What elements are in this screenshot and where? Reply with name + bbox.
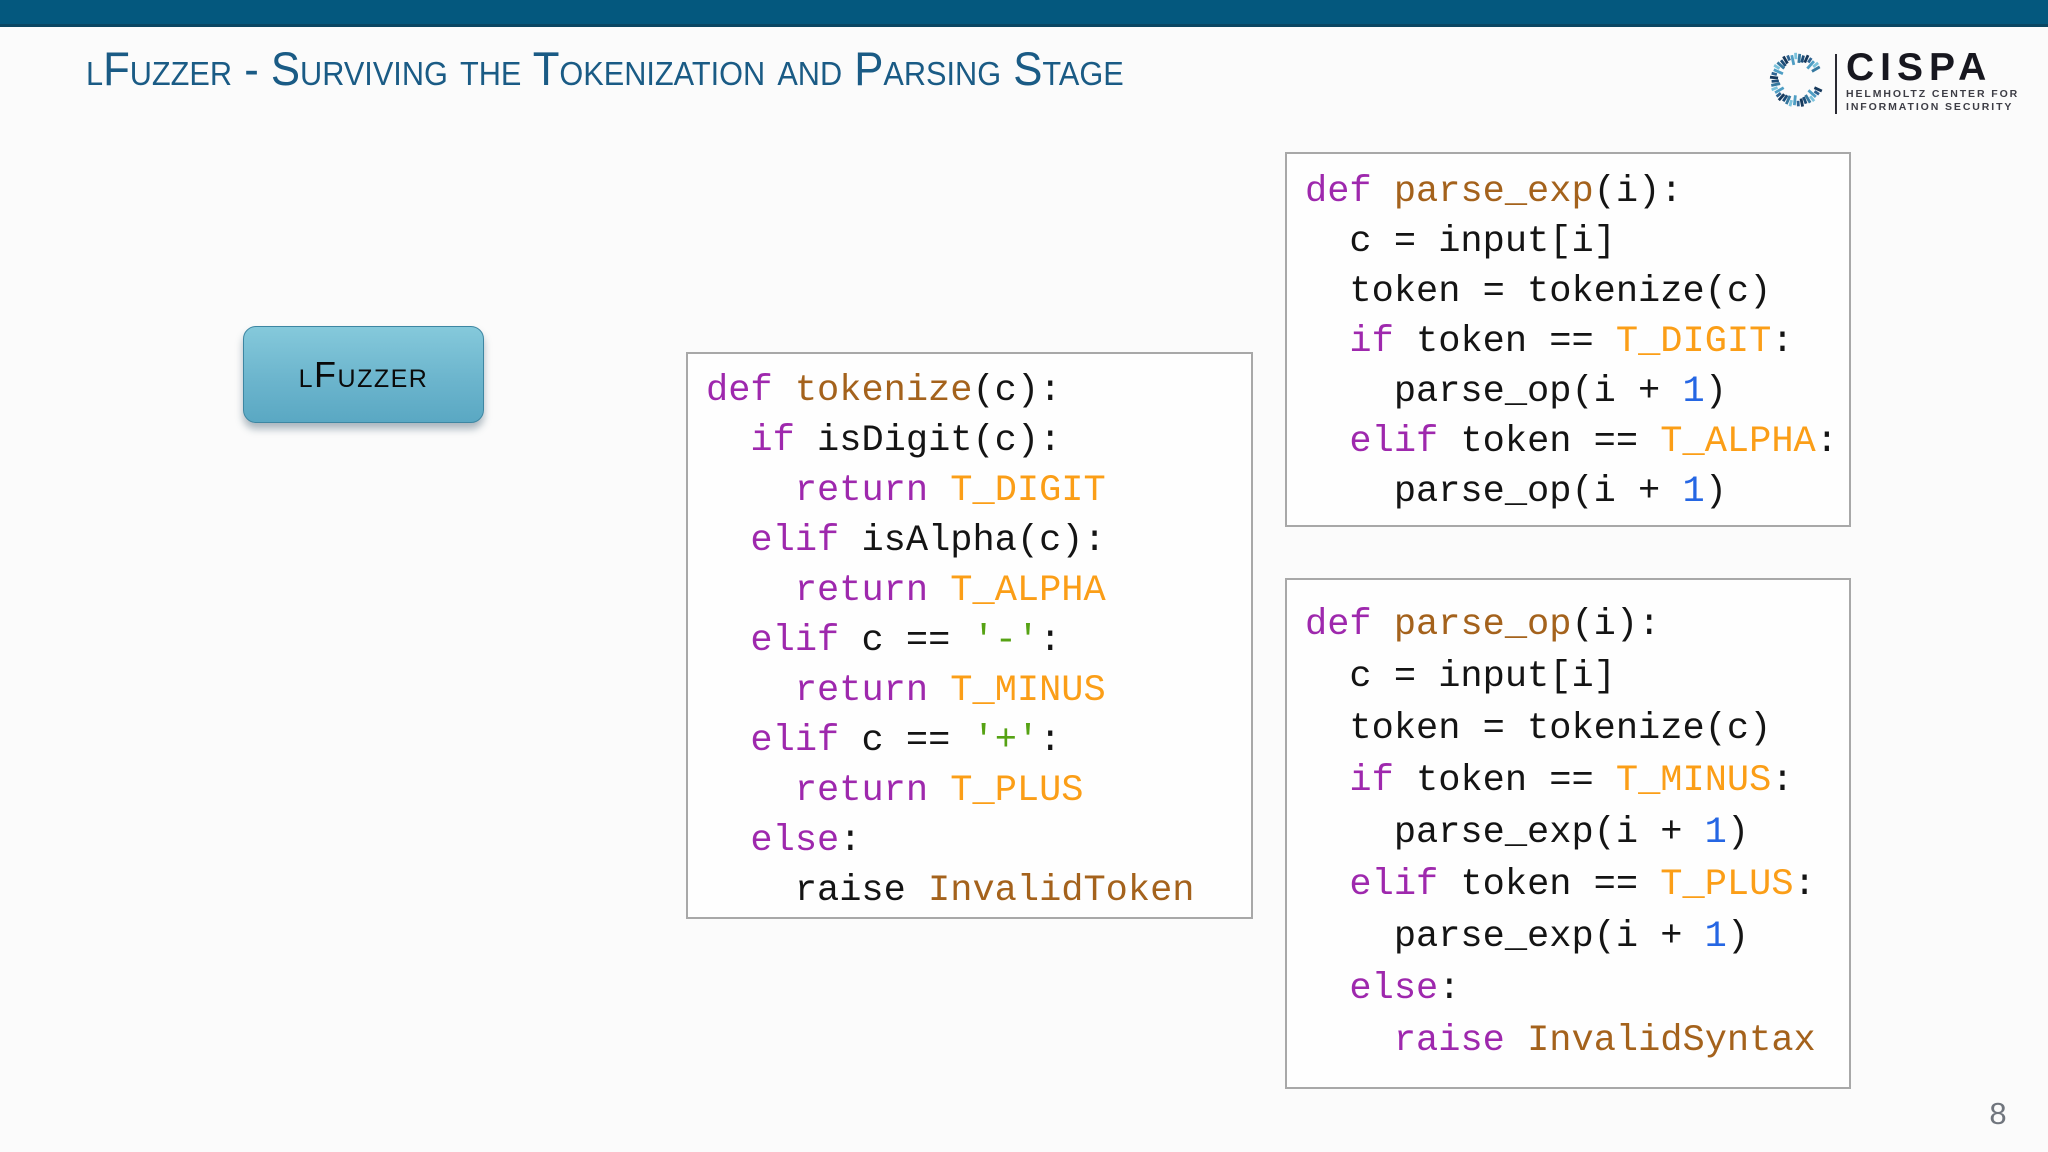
- code-line: c = input[i]: [1305, 656, 1616, 698]
- top-accent-bar: [0, 0, 2048, 27]
- code-line: return T_ALPHA: [794, 570, 1106, 612]
- page-title: lFuzzer - Surviving the Tokenization and…: [86, 42, 1124, 95]
- code-line: else:: [750, 820, 862, 862]
- cispa-logo-divider: [1835, 54, 1837, 114]
- code-line: raise InvalidSyntax: [1393, 1020, 1816, 1062]
- code-line: elif isAlpha(c):: [750, 520, 1106, 562]
- code-line: c = input[i]: [1305, 221, 1616, 263]
- code-line: if isDigit(c):: [750, 420, 1062, 462]
- code-line: return T_MINUS: [794, 670, 1106, 712]
- cispa-logo: CISPA HELMHOLTZ CENTER FOR INFORMATION S…: [1768, 48, 2017, 120]
- cispa-logo-subtitle-2: INFORMATION SECURITY: [1846, 101, 2014, 113]
- code-line: token = tokenize(c): [1305, 271, 1772, 313]
- code-line: parse_exp(i + 1): [1305, 916, 1750, 958]
- code-line: return T_PLUS: [794, 770, 1084, 812]
- code-line: elif c == '+':: [750, 720, 1062, 762]
- cispa-logo-name: CISPA: [1846, 46, 1993, 89]
- code-line: if token == T_MINUS:: [1349, 760, 1794, 802]
- code-line: def parse_op(i):: [1305, 604, 1661, 646]
- code-line: else:: [1349, 968, 1461, 1010]
- code-line: elif token == T_ALPHA:: [1349, 421, 1838, 463]
- code-line: def parse_exp(i):: [1305, 171, 1683, 213]
- code-line: elif c == '-':: [750, 620, 1062, 662]
- lfuzzer-node: lFuzzer: [243, 326, 484, 423]
- code-line: token = tokenize(c): [1305, 708, 1772, 750]
- code-line: elif token == T_PLUS:: [1349, 864, 1816, 906]
- code-box-parse-exp: def parse_exp(i): c = input[i] token = t…: [1285, 152, 1851, 527]
- page-number: 8: [1989, 1096, 2007, 1131]
- code-line: if token == T_DIGIT:: [1349, 321, 1794, 363]
- code-line: return T_DIGIT: [794, 470, 1106, 512]
- code-box-parse-op: def parse_op(i): c = input[i] token = to…: [1285, 578, 1851, 1089]
- code-line: parse_op(i + 1): [1305, 471, 1727, 513]
- cispa-logo-text: CISPA HELMHOLTZ CENTER FOR INFORMATION S…: [1846, 48, 2019, 114]
- cispa-logo-subtitle-1: HELMHOLTZ CENTER FOR: [1846, 88, 2020, 100]
- cispa-dashed-ring-icon: [1769, 52, 1823, 107]
- code-box-tokenize: def tokenize(c): if isDigit(c): return T…: [686, 352, 1253, 919]
- code-line: parse_exp(i + 1): [1305, 812, 1750, 854]
- code-line: parse_op(i + 1): [1305, 371, 1727, 413]
- lfuzzer-node-label: lFuzzer: [298, 353, 429, 395]
- code-line: def tokenize(c):: [706, 370, 1062, 412]
- code-line: raise InvalidToken: [706, 870, 1195, 912]
